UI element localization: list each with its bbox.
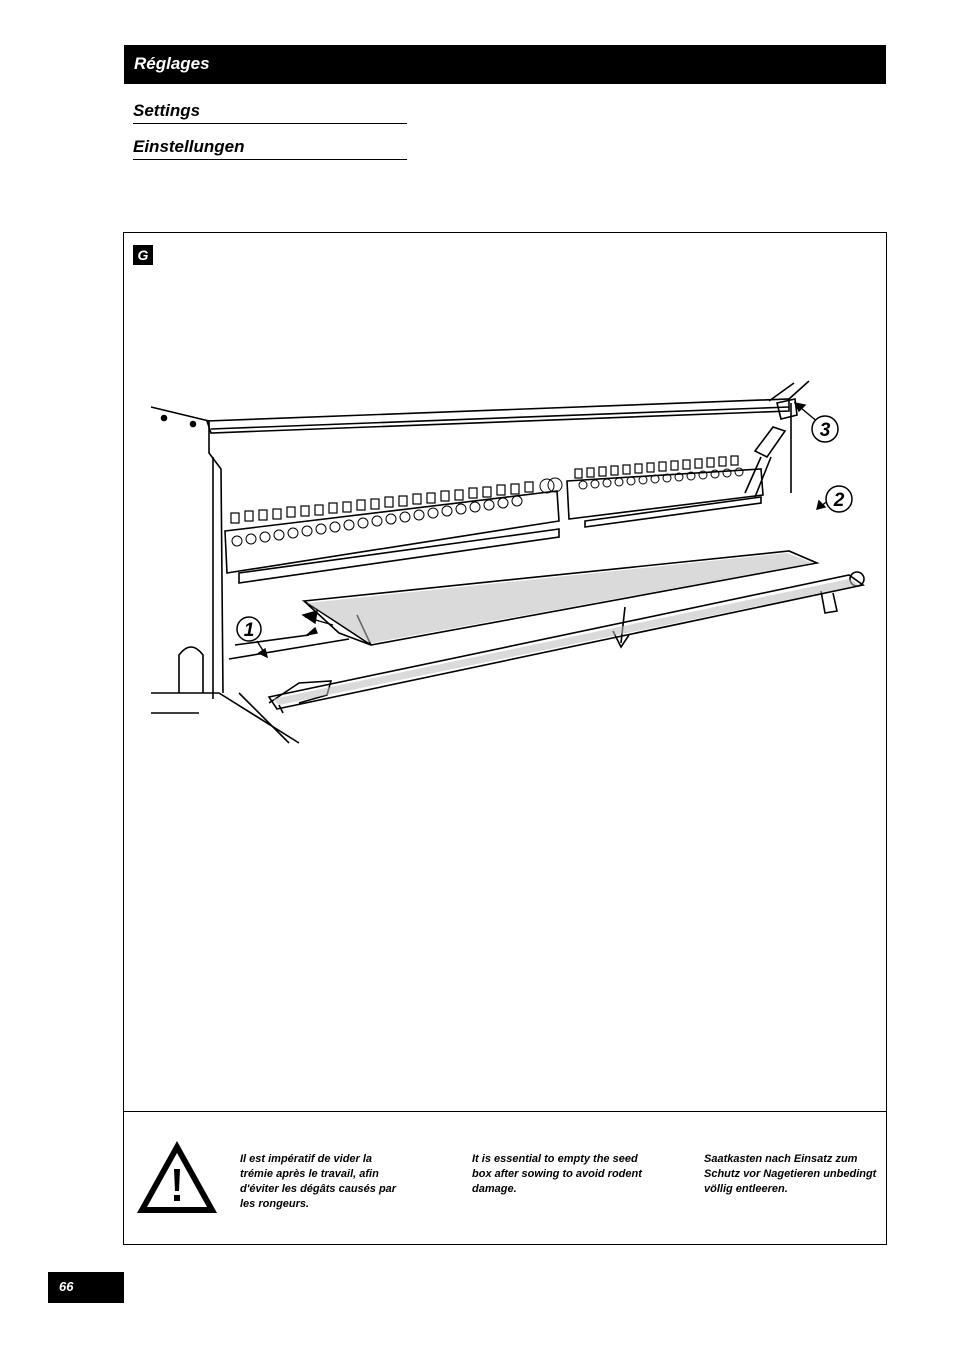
warning-divider xyxy=(124,1111,886,1112)
subtitle-english: Settings xyxy=(133,101,407,124)
callout-1-circle xyxy=(236,616,262,642)
callout-2-circle xyxy=(825,485,853,513)
warning-text-english: It is essential to empty the seed box af… xyxy=(472,1153,642,1195)
subtitle-german: Einstellungen xyxy=(133,137,407,160)
callout-1-label: 1 xyxy=(244,620,255,641)
page-number-box: 66 xyxy=(48,1272,124,1303)
seed-drill-illustration: 1 2 3 xyxy=(150,380,865,744)
warning-triangle-icon xyxy=(137,1141,217,1213)
section-title: Réglages xyxy=(134,54,210,73)
figure-label: G xyxy=(133,245,153,265)
warning-text-french: Il est impératif de vider la trémie aprè… xyxy=(240,1153,397,1210)
figure-frame: G xyxy=(123,232,887,1245)
section-header: Réglages xyxy=(124,45,886,84)
callout-2-label: 2 xyxy=(833,490,845,511)
warning-text-german: Saatkasten nach Einsatz zum Schutz vor N… xyxy=(704,1153,877,1195)
page-number: 66 xyxy=(59,1279,74,1294)
callout-3-circle xyxy=(811,415,839,443)
callout-3-label: 3 xyxy=(820,420,831,441)
